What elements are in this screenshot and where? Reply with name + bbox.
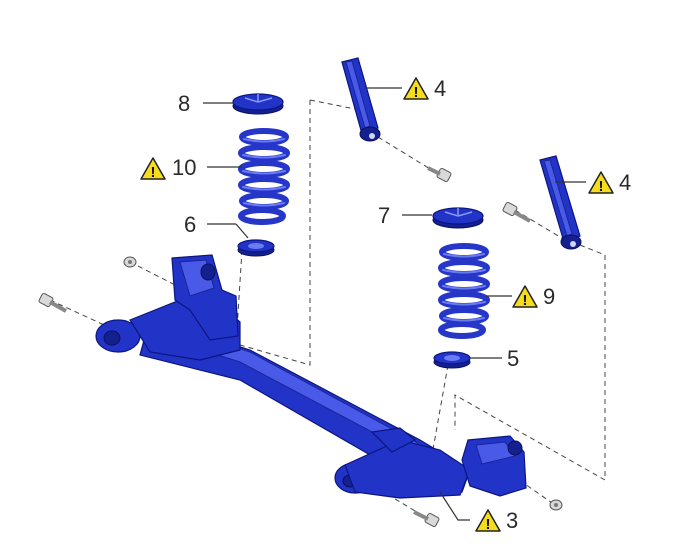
- callout-leaders: [203, 87, 586, 521]
- nut-left-bracket: [123, 256, 137, 268]
- shock-absorber-right: [539, 155, 582, 250]
- callout-7: 7: [378, 203, 390, 228]
- svg-text:!: !: [486, 516, 491, 533]
- bolt-right-bushing: [413, 510, 440, 528]
- warning-icon-4-right: !: [588, 171, 614, 195]
- callout-9: 9: [543, 284, 555, 309]
- warning-icon-9: !: [512, 285, 538, 309]
- svg-text:!: !: [523, 292, 528, 309]
- lower-spring-seat-6: [237, 239, 275, 257]
- bolt-shock-left: [427, 166, 452, 183]
- shock-absorber-left: [341, 57, 381, 142]
- nut-right-bracket: [549, 499, 563, 511]
- warning-icon-10: !: [140, 157, 166, 181]
- bolt-shock-right: [502, 201, 531, 223]
- upper-spring-seat-8: [232, 93, 284, 115]
- callout-4-left: 4: [434, 76, 446, 101]
- callout-5: 5: [507, 346, 519, 371]
- svg-text:!: !: [414, 84, 419, 101]
- svg-text:!: !: [151, 164, 156, 181]
- warning-icon-3: !: [475, 509, 501, 533]
- callout-3: 3: [506, 508, 518, 533]
- callout-10: 10: [172, 155, 196, 180]
- callout-6: 6: [184, 212, 196, 237]
- lower-spring-seat-5: [433, 351, 471, 369]
- coil-spring-10: [238, 128, 290, 225]
- upper-spring-seat-7: [432, 207, 484, 229]
- callout-4-right: 4: [619, 170, 631, 195]
- bolt-left-bushing: [38, 292, 67, 313]
- svg-text:!: !: [599, 178, 604, 195]
- callout-8: 8: [178, 91, 190, 116]
- warning-icon-4-left: !: [403, 77, 429, 101]
- coil-spring-9: [438, 243, 490, 339]
- rear-axle-beam: [95, 254, 527, 499]
